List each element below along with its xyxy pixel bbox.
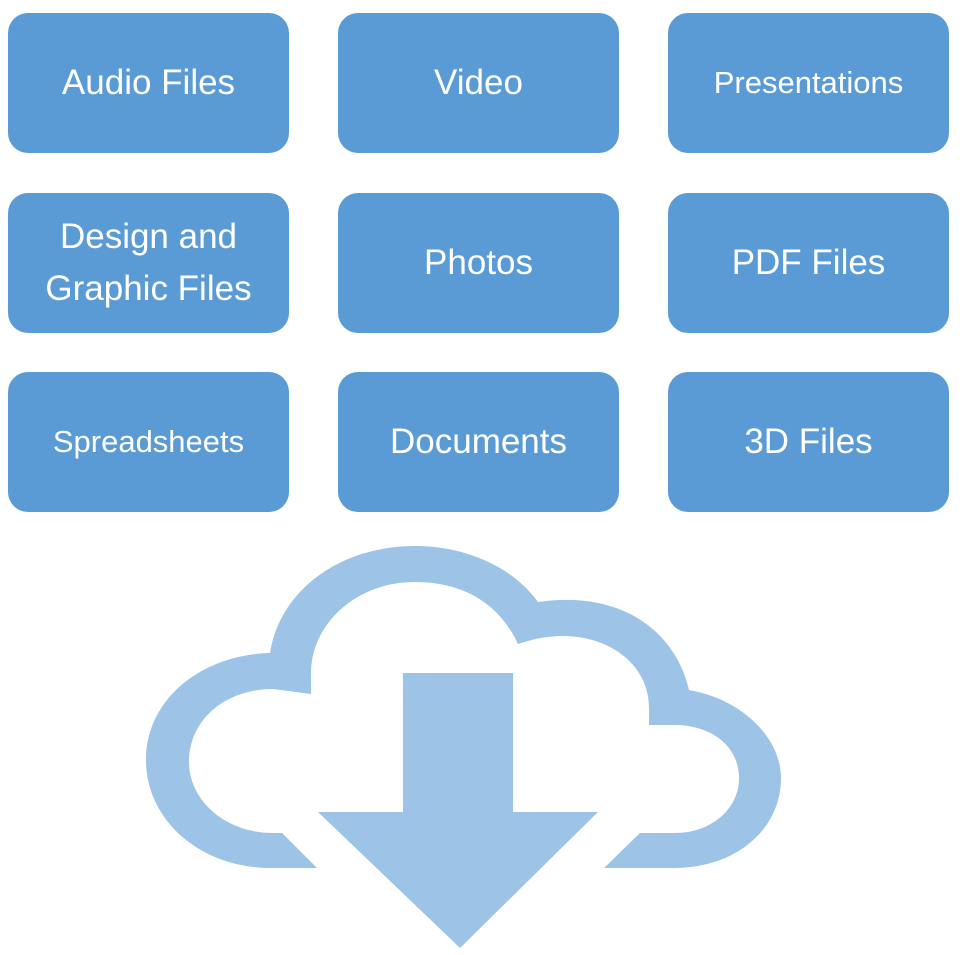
tile-audio-files: Audio Files xyxy=(8,13,289,153)
tile-presentations: Presentations xyxy=(668,13,949,153)
tile-documents: Documents xyxy=(338,372,619,512)
tile-3d-files: 3D Files xyxy=(668,372,949,512)
tile-label: Photos xyxy=(424,242,533,282)
tile-label: Design and Graphic Files xyxy=(45,216,252,309)
tile-label: Video xyxy=(434,62,523,102)
tile-label: Documents xyxy=(389,421,568,461)
tile-design-graphic-files: Design and Graphic Files xyxy=(8,193,289,333)
tile-label: Spreadsheets xyxy=(52,423,245,459)
tile-photos: Photos xyxy=(338,193,619,333)
download-arrow xyxy=(318,673,598,948)
tile-video: Video xyxy=(338,13,619,153)
tile-label: PDF Files xyxy=(731,242,886,282)
tile-label: Audio Files xyxy=(61,62,236,102)
tile-pdf-files: PDF Files xyxy=(668,193,949,333)
tile-label: 3D Files xyxy=(744,421,873,461)
cloud-outline xyxy=(146,546,781,868)
tile-label: Presentations xyxy=(713,64,904,100)
tile-spreadsheets: Spreadsheets xyxy=(8,372,289,512)
